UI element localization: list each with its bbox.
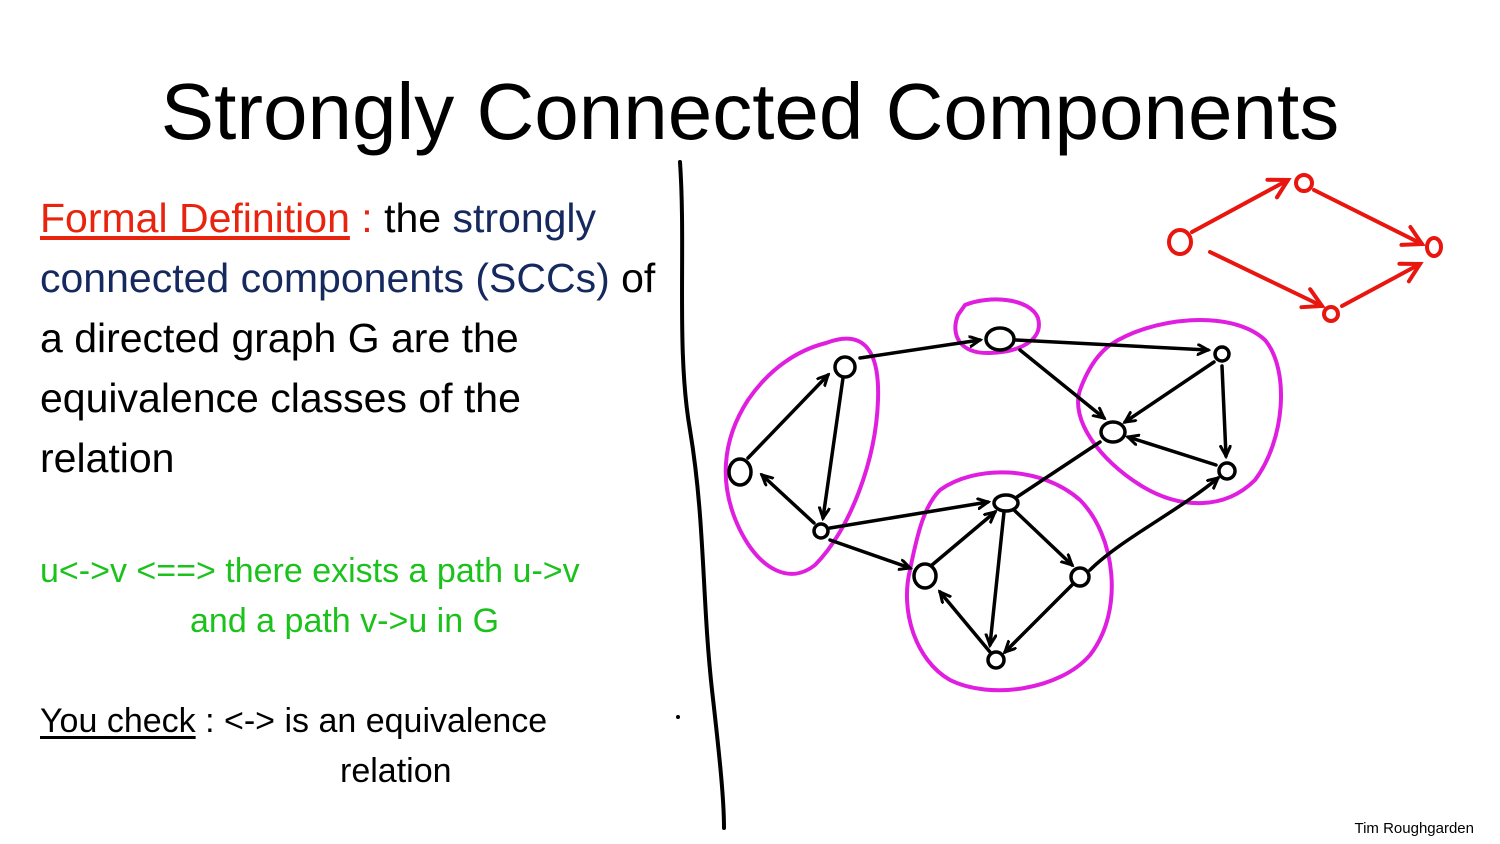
definition-lead: the [372,195,442,241]
you-check-label: You check [40,702,196,740]
edge-i-to-h [930,512,995,567]
red-edge-top-to-right [1312,188,1422,244]
red-edge-left-to-bottom [1208,250,1322,306]
definition-paragraph: Formal Definition : the strongly connect… [40,188,660,488]
relation-line-2: and a path v->u in G [190,602,500,640]
stray-dot [676,715,680,719]
edge-g-to-f [1128,437,1218,467]
node-h [992,493,1020,513]
edge-a-to-d [858,340,980,360]
edge-h-to-k [990,510,1006,645]
edge-c-to-h [828,502,988,530]
edge-j-to-k [1005,583,1074,652]
relation-line-1: u<->v <==> there exists a path u->v [40,552,580,590]
node-k [986,650,1006,670]
scc-circle-top [953,297,1041,356]
divider-line [678,160,726,830]
definition-colon: : [349,195,373,241]
node-i [912,562,938,590]
edge-e-to-g [1222,364,1226,456]
red-edge-left-to-top [1190,180,1288,234]
edge-c-to-i [828,538,910,568]
scc-term: strongly connected components (SCCs) [40,195,610,301]
slide-title: Strongly Connected Components [160,67,1340,156]
definition-label: Formal Definition [40,195,350,241]
edge-h-to-j [1012,508,1072,565]
edge-h-to-f [1015,440,1102,499]
edge-a-to-c [823,376,845,518]
edge-j-to-g [1088,478,1218,572]
scc-circle-left [723,336,881,576]
author-credit: Tim Roughgarden [1354,820,1474,837]
node-b [727,457,753,487]
edge-c-to-b [762,475,816,525]
you-check-text-2: relation [340,752,452,790]
red-node-bottom [1322,305,1340,323]
red-node-top [1294,173,1314,193]
red-node-left [1167,228,1193,256]
you-check-note: You check : <-> is an equivalence relati… [40,696,680,796]
edge-d-to-e [1014,338,1208,350]
edge-d-to-f [1018,348,1104,418]
you-check-text: : <-> is an equivalence [195,702,548,740]
node-e [1213,345,1231,363]
edge-e-to-f [1125,360,1216,422]
scc-circle-bottom [905,470,1114,693]
node-a [833,355,857,379]
edge-k-to-i [940,592,992,654]
node-j [1069,566,1091,588]
node-g [1217,461,1237,481]
node-c [812,522,830,540]
definition-rest: of a directed graph G are the equivalenc… [40,255,656,481]
node-d [984,326,1016,352]
edge-b-to-a [746,375,828,460]
relation-definition: u<->v <==> there exists a path u->v and … [40,546,680,646]
red-node-right [1425,236,1443,258]
red-edge-bottom-to-right [1340,264,1420,308]
node-f [1099,420,1127,444]
scc-circle-right [1076,318,1283,506]
